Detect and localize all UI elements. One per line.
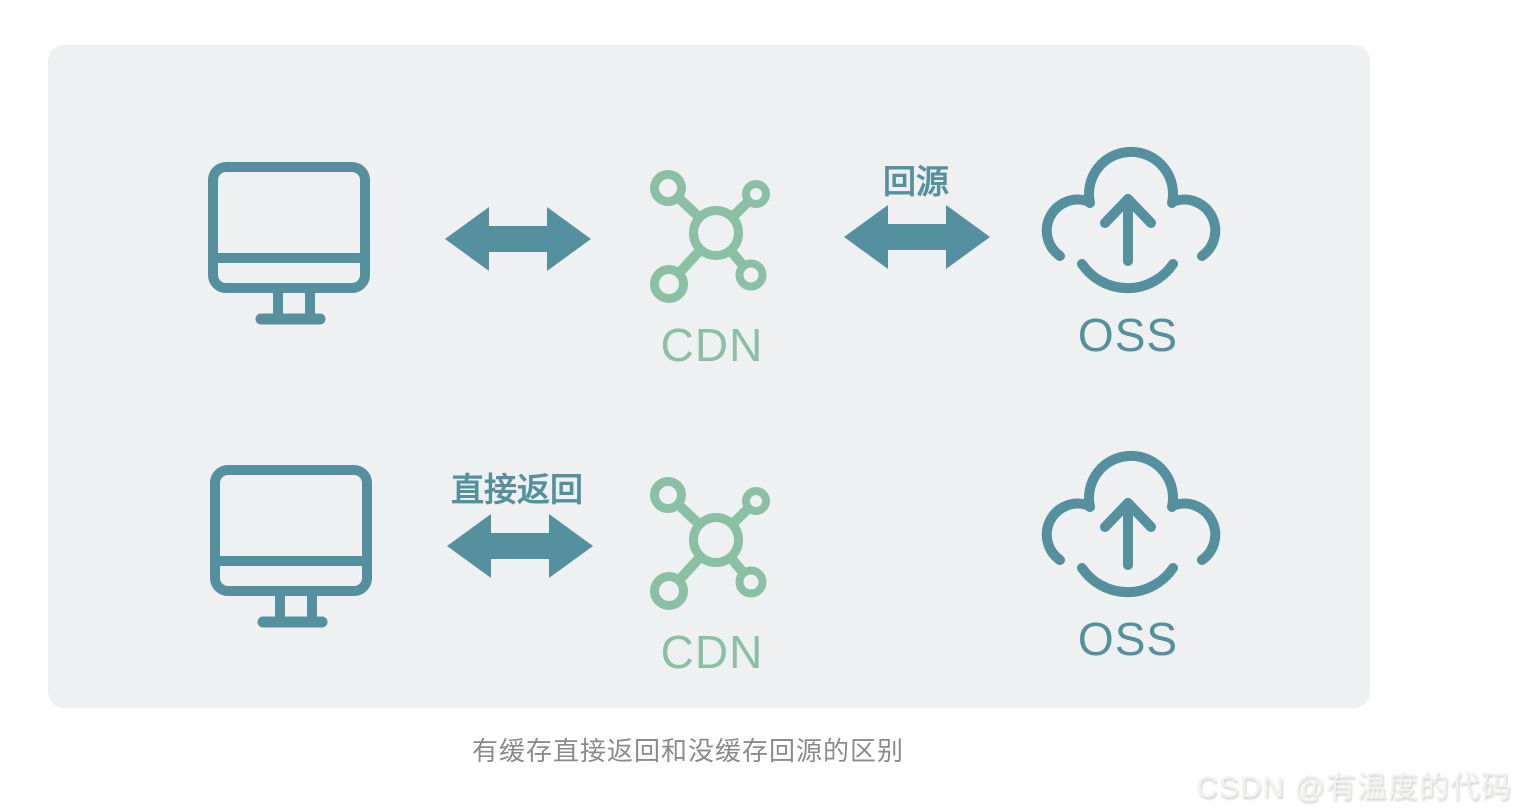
bidirectional-arrow-icon — [445, 205, 591, 273]
oss-cloud-upload-icon — [1041, 450, 1221, 598]
csdn-watermark: CSDN @有温度的代码 — [1196, 771, 1512, 804]
cdn-label: CDN — [660, 319, 764, 371]
client-monitor-icon — [210, 465, 374, 633]
diagram-caption: 有缓存直接返回和没缓存回源的区别 — [471, 736, 904, 766]
cdn-network-icon — [641, 470, 791, 620]
direct-return-label: 直接返回 — [451, 471, 583, 508]
oss-cloud-upload-icon — [1041, 146, 1221, 294]
cdn-network-icon — [641, 163, 791, 313]
cdn-label: CDN — [660, 626, 764, 678]
client-monitor-icon — [208, 162, 372, 330]
bidirectional-arrow-icon — [447, 512, 593, 580]
origin-fetch-label: 回源 — [883, 163, 949, 200]
bidirectional-arrow-icon — [844, 203, 990, 271]
oss-label: OSS — [1077, 309, 1179, 361]
diagram-panel: CDN 回源 OSS — [48, 45, 1370, 708]
oss-label: OSS — [1077, 613, 1179, 665]
